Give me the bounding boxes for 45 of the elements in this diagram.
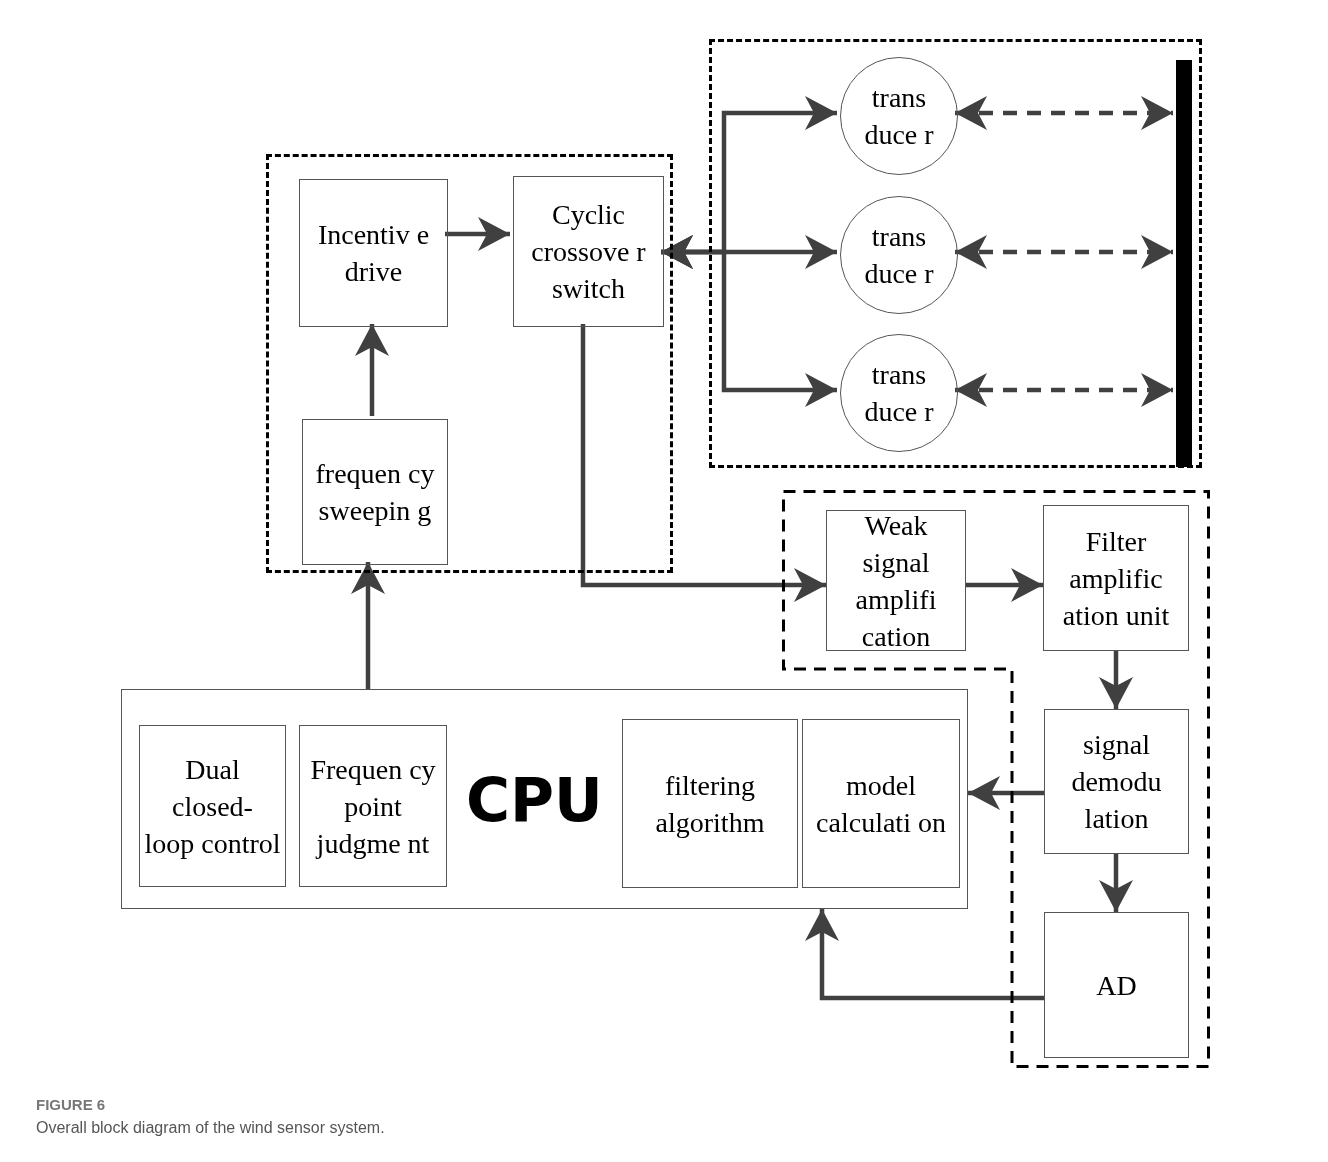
- process-box: [802, 719, 960, 888]
- node-label: trans duce r: [863, 81, 935, 152]
- node-label: AD: [1096, 968, 1137, 1003]
- node-label: Incentiv e drive: [316, 218, 431, 289]
- dashed-group-outline: [266, 154, 673, 573]
- cpu-box: [121, 689, 968, 909]
- arrow: [661, 235, 837, 407]
- node-label: Dual closed- loop control: [144, 752, 281, 861]
- arrow: [968, 776, 1044, 810]
- process-box: [302, 419, 448, 565]
- process-box: [299, 179, 448, 327]
- process-box: [1043, 505, 1189, 651]
- process-box: [1044, 912, 1189, 1058]
- process-box: [622, 719, 798, 888]
- reflector-bar: [1176, 60, 1192, 467]
- process-box: [826, 510, 966, 651]
- figure-number: FIGURE 6: [36, 1095, 107, 1115]
- arrow: [580, 324, 826, 602]
- process-box: [299, 725, 447, 887]
- node-label: Weak signal amplifi cation: [854, 508, 938, 654]
- cpu-label: CPU: [466, 764, 603, 837]
- arrow: [955, 235, 1173, 269]
- node-label: trans duce r: [863, 220, 935, 291]
- process-box: [1044, 709, 1189, 854]
- node-label: trans duce r: [863, 358, 935, 429]
- caption: Overall block diagram of the wind sensor system.: [36, 1118, 385, 1138]
- node-label: Frequen cy point judgme nt: [309, 752, 437, 861]
- arrow: [1099, 651, 1133, 709]
- node-label: signal demodu lation: [1070, 728, 1163, 836]
- arrow: [445, 217, 510, 251]
- arrow: [955, 373, 1173, 407]
- process-box: [513, 176, 664, 327]
- dashed-group-outline: [709, 39, 1202, 468]
- node-label: filtering algorithm: [654, 768, 766, 840]
- arrow: [1099, 854, 1133, 912]
- arrow: [966, 568, 1043, 602]
- arrow: [351, 562, 385, 689]
- arrow: [355, 324, 389, 416]
- arrow: [955, 96, 1173, 130]
- process-box: [139, 725, 286, 887]
- node-label: frequen cy sweepin g: [314, 457, 436, 528]
- node-label: model calculati on: [815, 768, 947, 840]
- node-label: Cyclic crossove r switch: [530, 198, 647, 306]
- arrow: [805, 909, 1044, 1001]
- node-label: Filter amplific ation unit: [1061, 524, 1171, 633]
